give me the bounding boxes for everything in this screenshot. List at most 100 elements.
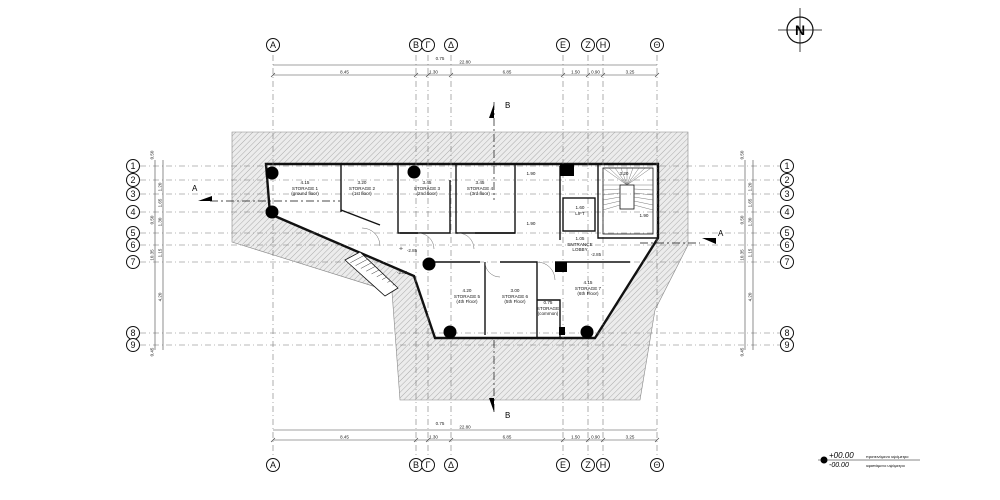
grid-bubble-row xyxy=(780,159,794,173)
grid-bubble-row xyxy=(780,338,794,352)
dim-vertical: 0.50 xyxy=(740,150,745,159)
grid-label-row: 6 xyxy=(130,240,135,250)
grid-label-row: 4 xyxy=(784,207,789,217)
grid-bubble-col xyxy=(581,458,595,472)
legend-plus: +00.00 xyxy=(829,451,854,460)
dim-vertical: 1.20 xyxy=(748,182,753,191)
grid-label-row: 9 xyxy=(130,340,135,350)
grid-label-row: 1 xyxy=(130,161,135,171)
grid-label-row: 5 xyxy=(130,228,135,238)
room-dimension: 3.20 xyxy=(358,180,367,185)
dim-segment: 8.45 xyxy=(340,70,349,75)
dim-segment: 3.25 xyxy=(626,435,635,440)
room-dimension: 1.05 xyxy=(576,236,585,241)
grid-label-col: Δ xyxy=(448,40,454,50)
structural-columns xyxy=(265,165,594,339)
room-name: ENTRANCE xyxy=(567,242,592,247)
dim-vertical: 1.30 xyxy=(748,217,753,226)
section-b-label-bottom: B xyxy=(505,411,510,420)
dim-vertical: 1.65 xyxy=(158,198,163,207)
grid-label-row: 1 xyxy=(784,161,789,171)
grid-label-col: H xyxy=(600,460,607,470)
room-floor: (4th Floor) xyxy=(456,299,478,304)
room-name: STORAGE 1 xyxy=(292,186,319,191)
dim-vertical: 1.20 xyxy=(158,182,163,191)
dim-offset: 0.75 xyxy=(436,421,445,426)
dim-segment: 0.90 xyxy=(591,435,600,440)
dim-segment: 1.50 xyxy=(571,70,580,75)
room-dimension: 0.75 xyxy=(544,300,553,305)
dim-segment: 0.90 xyxy=(591,70,600,75)
grid-label-row: 2 xyxy=(784,175,789,185)
grid-bubble-col xyxy=(444,38,458,52)
dim-segment: 6.85 xyxy=(503,70,512,75)
room-floor: (common) xyxy=(538,311,559,316)
dim-vertical: 1.30 xyxy=(158,217,163,226)
level-markers: ✛ -2.85 -2.85 -2.85 xyxy=(397,246,602,275)
section-a-label-right: A xyxy=(718,229,724,238)
grid-bubble-row xyxy=(780,187,794,201)
dim-vertical: 10.35 xyxy=(150,249,155,261)
legend-line2: υφιστάμενο υψόμετρο xyxy=(866,463,906,468)
grid-bubble-col xyxy=(596,458,610,472)
grid-bubble-col xyxy=(556,458,570,472)
dim-total: 22.80 xyxy=(459,425,471,430)
north-arrow-icon: N xyxy=(778,8,822,52)
interior-walls xyxy=(340,164,658,338)
grid-label-col: E xyxy=(560,460,566,470)
dim-segment: 1.30 xyxy=(429,70,438,75)
dim-vertical: 0.50 xyxy=(150,215,155,224)
dim-offset: 0.75 xyxy=(436,56,445,61)
room-floor: (ground floor) xyxy=(291,191,319,196)
grid-bubble-row xyxy=(126,238,140,252)
room-dimension: 4.20 xyxy=(463,288,472,293)
misc-dimension: 1.90 xyxy=(527,221,536,226)
grid-bubble-row xyxy=(126,173,140,187)
grid-label-col: Z xyxy=(585,40,591,50)
grid-label-row: 8 xyxy=(130,328,135,338)
room-name: STORAGE 7 xyxy=(575,286,602,291)
grid-bubble-col xyxy=(421,38,435,52)
misc-dimension: 1.90 xyxy=(640,213,649,218)
level-value: -2.85 xyxy=(407,248,418,253)
room-floor: (1st floor) xyxy=(352,191,372,196)
staircase xyxy=(602,167,654,235)
room-name: STORAGE 6 xyxy=(502,294,529,299)
grid-label-row: 9 xyxy=(784,340,789,350)
exterior-stair xyxy=(344,251,399,297)
grid-label-row: 3 xyxy=(784,189,789,199)
room-floor: LOBBY xyxy=(572,247,587,252)
room-floor: (5th Floor) xyxy=(504,299,526,304)
grid-label-row: 6 xyxy=(784,240,789,250)
room-name: STORAGE 5 xyxy=(454,294,481,299)
grid-bubble-col xyxy=(444,458,458,472)
level-value: -2.85 xyxy=(591,252,602,257)
grid-bubble-row xyxy=(780,238,794,252)
grid-label-row: 4 xyxy=(130,207,135,217)
dim-vertical: 1.65 xyxy=(748,198,753,207)
legend-line1: προτεινόμενο υψόμετρο xyxy=(866,454,909,459)
dim-segment: 8.45 xyxy=(340,435,349,440)
grid-label-row: 8 xyxy=(784,328,789,338)
grid-bubble-col xyxy=(266,38,280,52)
room-name: LIFT xyxy=(575,211,585,216)
grid-label-col: A xyxy=(270,460,276,470)
room-floor: (2nd floor) xyxy=(417,191,438,196)
dim-segment: 6.85 xyxy=(503,435,512,440)
dim-vertical: 0.50 xyxy=(150,150,155,159)
grid-bubble-col xyxy=(650,38,664,52)
grid-label-row: 2 xyxy=(130,175,135,185)
dim-vertical: 1.15 xyxy=(158,248,163,257)
grid-bubble-row xyxy=(780,205,794,219)
room-dimension: 3.45 xyxy=(476,180,485,185)
room-name: STORAGE 4 xyxy=(467,186,494,191)
grid-label-col: Θ xyxy=(653,40,660,50)
misc-dimension: 3.20 xyxy=(620,171,629,176)
dim-vertical: 1.15 xyxy=(748,248,753,257)
grid-label-row: 5 xyxy=(784,228,789,238)
section-a-label-left: A xyxy=(192,184,198,193)
grid-bubble-row xyxy=(126,187,140,201)
